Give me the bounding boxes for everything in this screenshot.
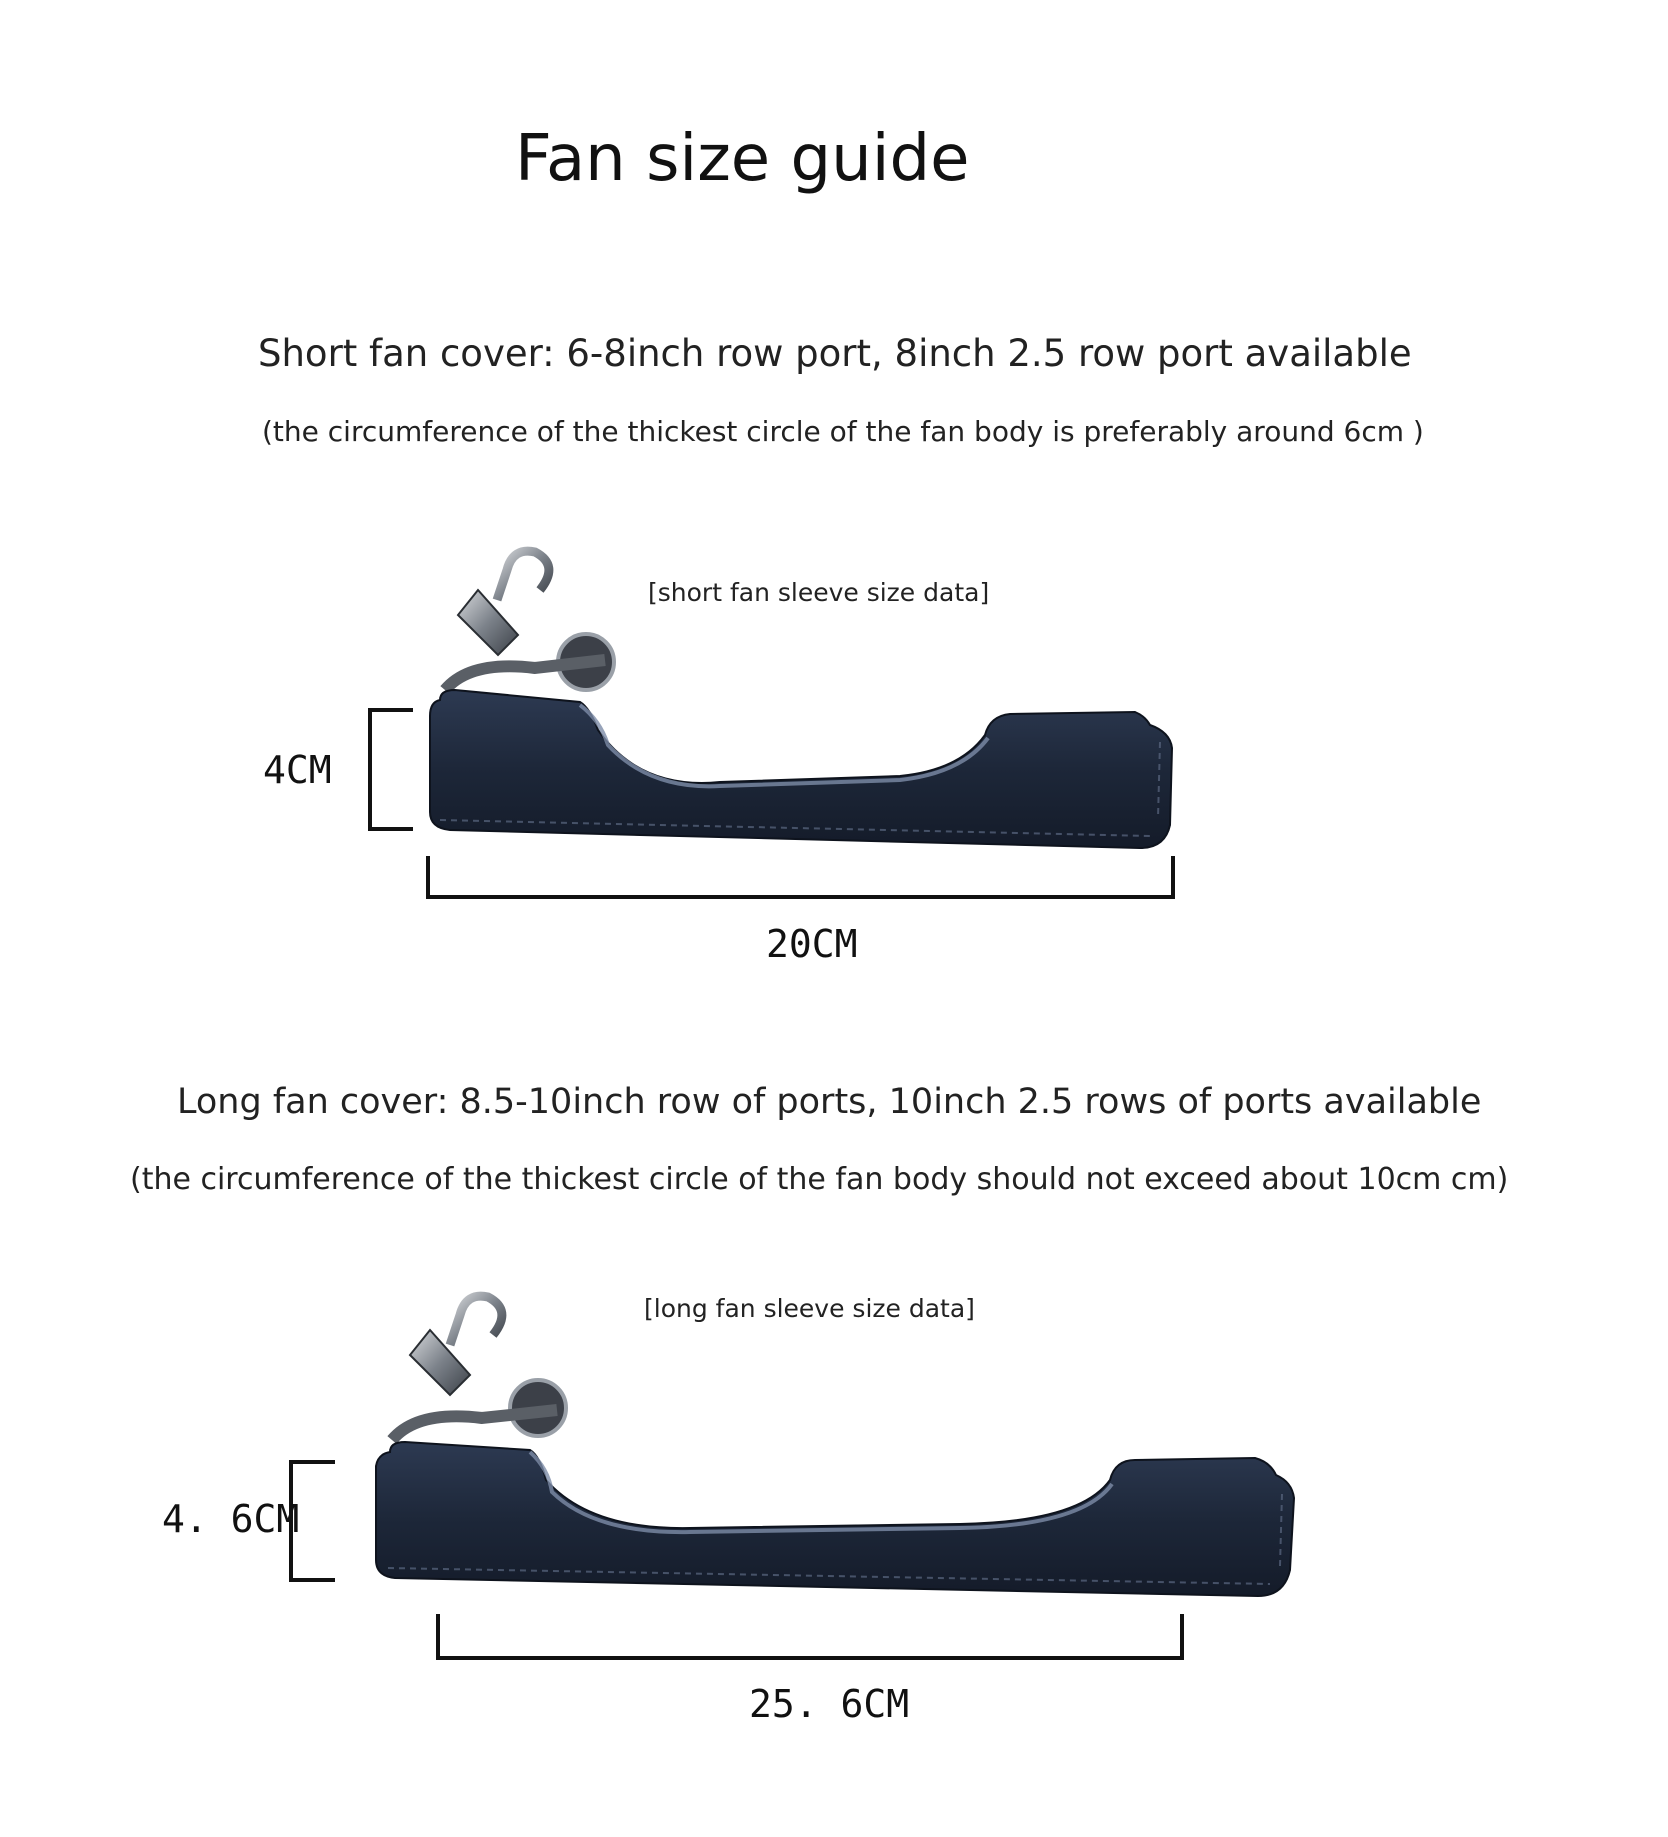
short-height-bracket [368, 708, 413, 831]
short-length-label: 20CM [766, 922, 858, 966]
short-fan-heading: Short fan cover: 6-8inch row port, 8inch… [258, 332, 1412, 375]
long-height-bracket [289, 1460, 335, 1582]
short-fan-sleeve-image [429, 546, 1174, 850]
long-length-bracket [436, 1614, 1184, 1660]
short-fan-note: (the circumference of the thickest circl… [262, 415, 1424, 448]
page-title: Fan size guide [515, 122, 970, 196]
long-fan-caption: [long fan sleeve size data] [644, 1294, 975, 1323]
long-clasp-icon [387, 1291, 568, 1445]
long-fan-heading: Long fan cover: 8.5-10inch row of ports,… [177, 1082, 1482, 1122]
long-length-label: 25. 6CM [749, 1682, 910, 1726]
short-length-bracket [426, 856, 1175, 899]
long-fan-note: (the circumference of the thickest circl… [130, 1162, 1509, 1197]
short-height-label: 4CM [263, 748, 332, 792]
long-height-label: 4. 6CM [162, 1497, 300, 1541]
short-clasp-icon [440, 546, 616, 695]
short-fan-caption: [short fan sleeve size data] [648, 578, 990, 607]
long-fan-sleeve-image [375, 1291, 1296, 1598]
